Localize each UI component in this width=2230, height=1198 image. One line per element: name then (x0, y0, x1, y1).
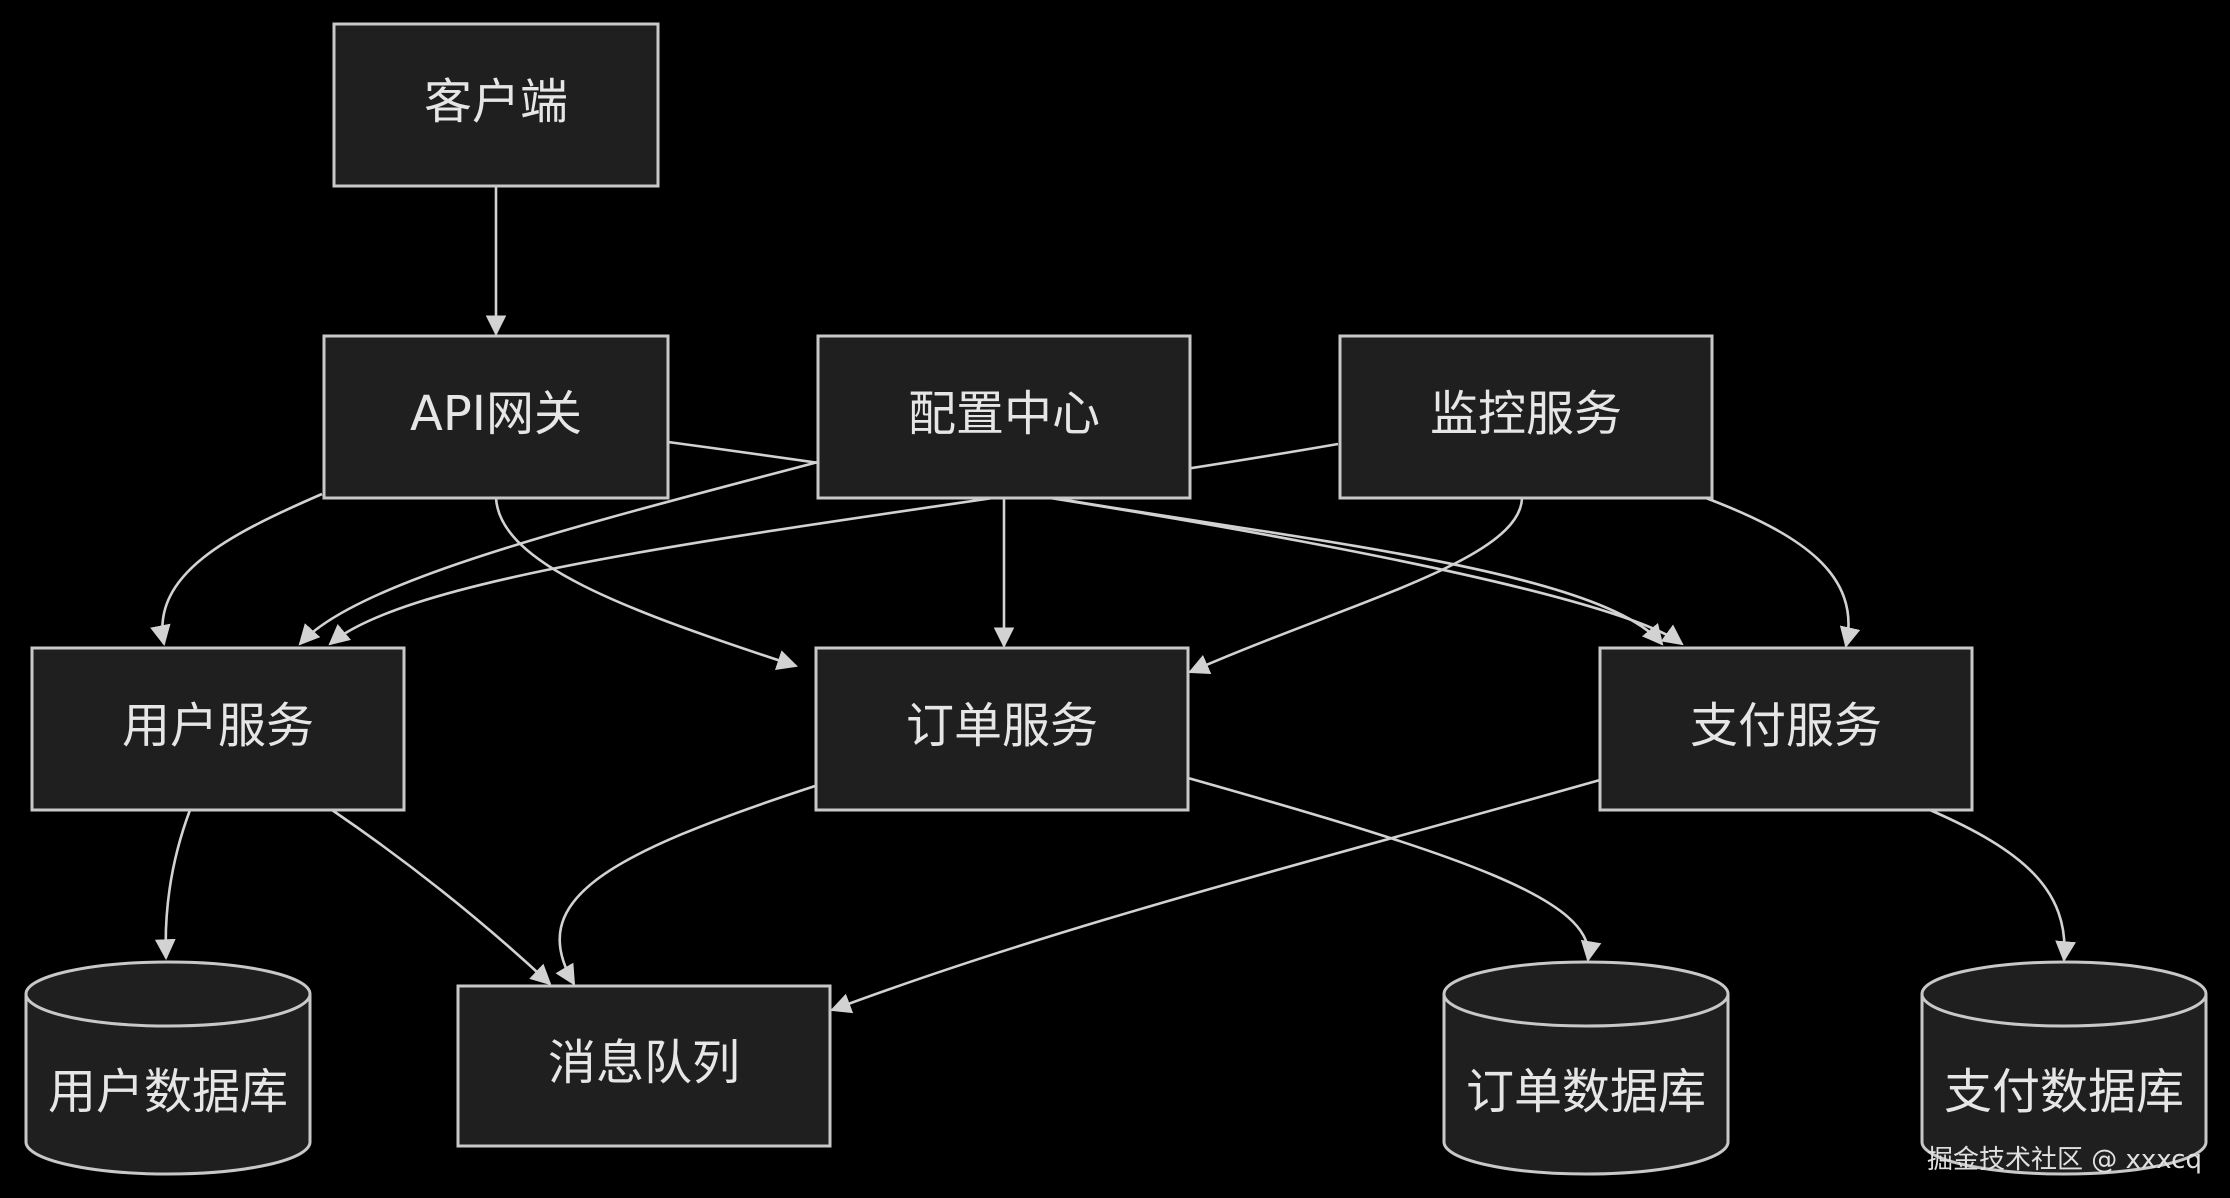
node-client[interactable]: 客户端 (332, 22, 660, 188)
node-api-gateway[interactable]: API网关 (322, 334, 670, 500)
node-monitoring-service-label: 监控服务 (1430, 386, 1622, 442)
edge-api-gateway-to-user-service (150, 492, 323, 647)
node-order-service-label: 订单服务 (906, 698, 1098, 754)
edge-api-gateway-to-order-service (494, 497, 798, 671)
edges (150, 187, 2076, 1014)
watermark: 掘金技术社区 @ xxxcq (1926, 1145, 2202, 1175)
node-client-box (332, 22, 660, 188)
node-monitoring-service-box (1338, 334, 1714, 500)
node-payment-database-body (1920, 960, 2208, 1176)
node-user-database-label: 用户数据库 (48, 1064, 288, 1120)
edge-order-service-to-order-database (1187, 776, 1602, 963)
edge-user-service-to-user-database (154, 809, 192, 961)
node-message-queue-label: 消息队列 (548, 1035, 740, 1091)
node-payment-service[interactable]: 支付服务 (1598, 646, 1974, 812)
node-payment-database[interactable]: 支付数据库 (1920, 960, 2208, 1176)
node-payment-service-label: 支付服务 (1690, 698, 1882, 754)
edge-order-service-to-message-queue (555, 784, 816, 986)
node-order-database-label: 订单数据库 (1466, 1064, 1706, 1120)
node-api-gateway-label: API网关 (410, 386, 582, 442)
node-user-service-box (30, 646, 406, 812)
edge-monitoring-service-to-payment-service (1705, 496, 1861, 649)
node-user-database[interactable]: 用户数据库 (24, 960, 312, 1176)
node-user-database-body (24, 960, 312, 1176)
node-config-center[interactable]: 配置中心 (816, 334, 1192, 500)
node-user-service-label: 用户服务 (122, 698, 314, 754)
edge-payment-service-to-message-queue (830, 778, 1601, 1014)
node-config-center-label: 配置中心 (908, 386, 1100, 442)
node-user-database-top-rim (24, 993, 312, 1028)
node-order-service[interactable]: 订单服务 (814, 646, 1190, 812)
edge-user-service-to-message-queue (331, 808, 552, 986)
node-api-gateway-box (322, 334, 670, 500)
node-message-queue[interactable]: 消息队列 (456, 984, 832, 1148)
node-order-service-box (814, 646, 1190, 812)
node-order-database-top-rim (1442, 993, 1730, 1028)
edge-monitoring-service-to-order-service (1188, 497, 1524, 675)
edge-config-center-to-user-service (298, 460, 819, 646)
node-client-label: 客户端 (424, 74, 568, 130)
node-monitoring-service[interactable]: 监控服务 (1338, 334, 1714, 500)
node-order-database-body (1442, 960, 1730, 1176)
node-order-database[interactable]: 订单数据库 (1442, 960, 1730, 1176)
node-payment-database-top-rim (1920, 993, 2208, 1028)
node-payment-service-box (1598, 646, 1974, 812)
edge-payment-service-to-payment-database (1929, 808, 2076, 963)
node-config-center-box (816, 334, 1192, 500)
node-payment-database-label: 支付数据库 (1944, 1064, 2184, 1120)
node-user-service[interactable]: 用户服务 (30, 646, 406, 812)
node-message-queue-box (456, 984, 832, 1148)
edge-config-center-to-payment-service (1053, 496, 1664, 646)
